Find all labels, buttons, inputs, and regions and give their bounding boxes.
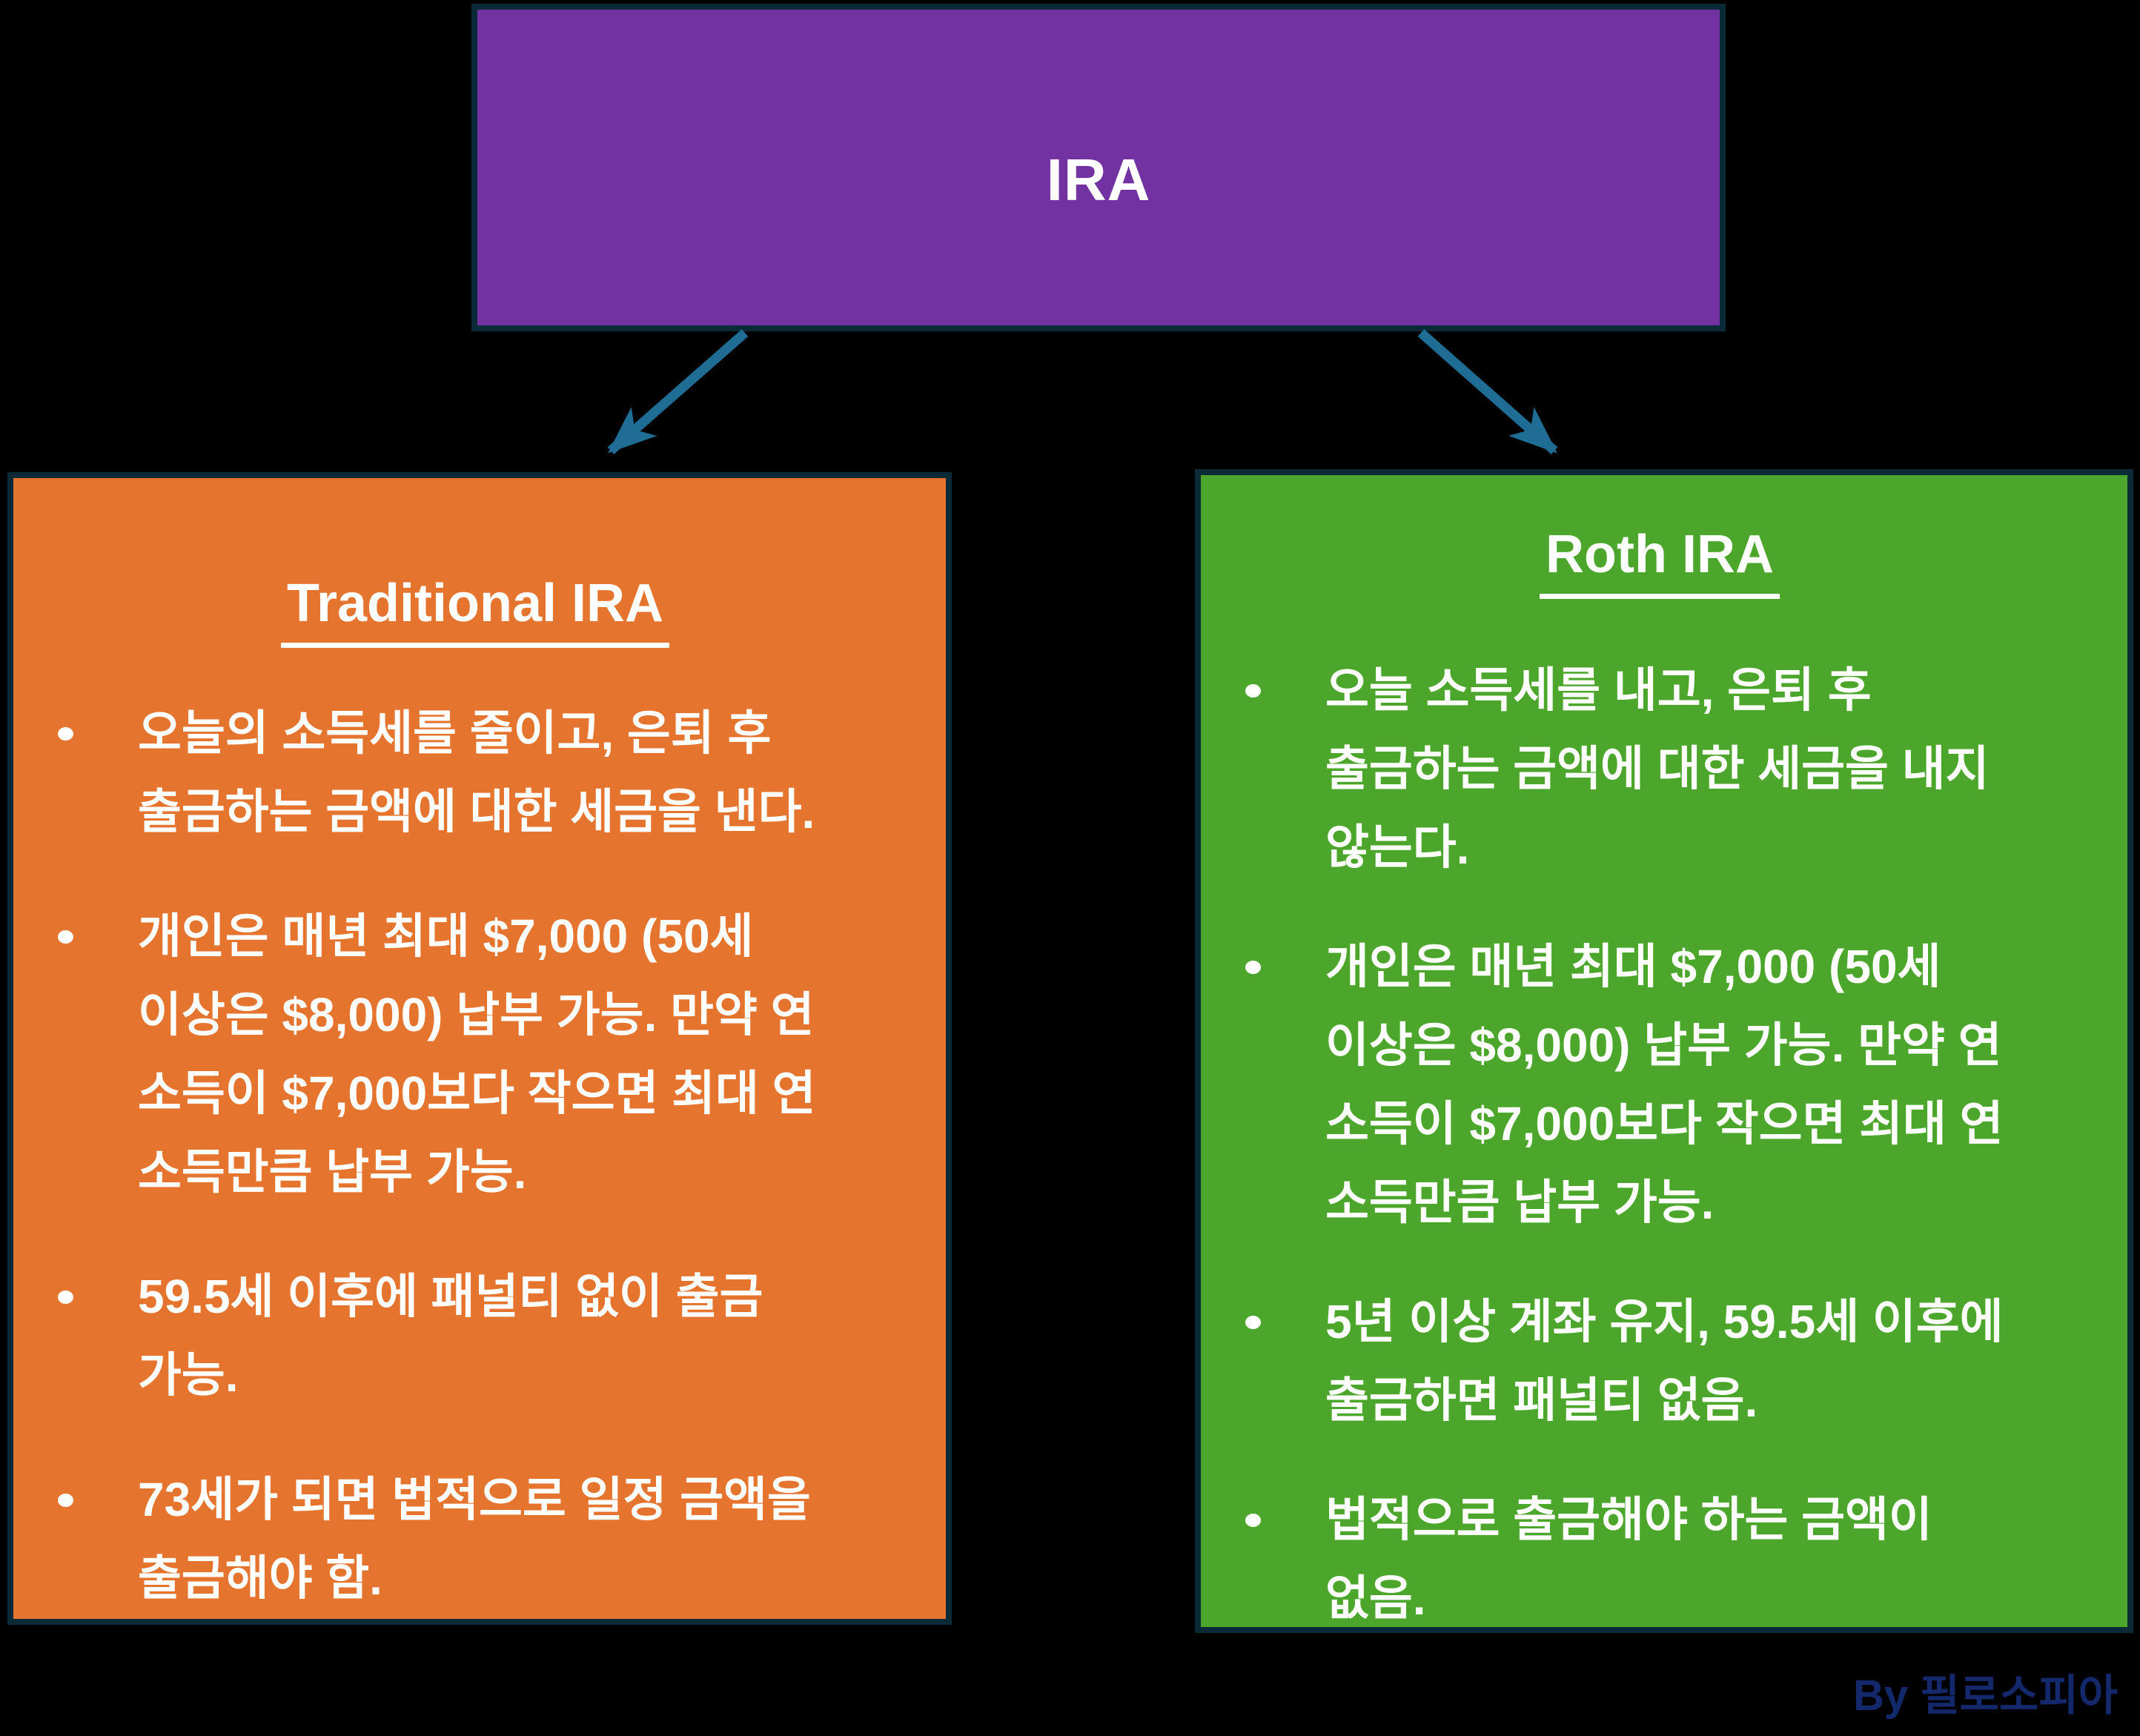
bullet-line: 출금하는 금액에 대한 세금을 낸다. [138, 785, 815, 838]
bullet-text: 개인은 매년 최대 $7,000 (50세 이상은 $8,000) 납부 가능.… [1325, 927, 2105, 1242]
bullet-line: 이상은 $8,000) 납부 가능. 만약 연 [138, 988, 815, 1041]
bullet-dot-icon [58, 1494, 73, 1507]
traditional-ira-box: Traditional IRA 오늘의 소득세를 줄이고, 은퇴 후 출금하는 … [7, 472, 952, 1625]
bullet-line: 출금하면 패널티 없음. [1325, 1374, 1758, 1427]
bullet-item: 오늘 소득세를 내고, 은퇴 후 출금하는 금액에 대한 세금을 내지 않는다. [1214, 651, 2105, 887]
bullet-dot-icon [1245, 961, 1261, 974]
bullet-item: 오늘의 소득세를 줄이고, 은퇴 후 출금하는 금액에 대한 세금을 낸다. [27, 694, 924, 851]
bullet-dot-icon [58, 1291, 73, 1304]
bullet-item: 59.5세 이후에 패널티 없이 출금 가능. [27, 1257, 924, 1414]
traditional-bullet-list: 오늘의 소득세를 줄이고, 은퇴 후 출금하는 금액에 대한 세금을 낸다. 개… [27, 694, 924, 1617]
ira-root-box: IRA [471, 4, 1726, 331]
roth-ira-box: Roth IRA 오늘 소득세를 내고, 은퇴 후 출금하는 금액에 대한 세금… [1195, 469, 2133, 1633]
bullet-text: 오늘 소득세를 내고, 은퇴 후 출금하는 금액에 대한 세금을 내지 않는다. [1325, 651, 2105, 887]
bullet-text: 73세가 되면 법적으로 일정 금액을 출금해야 함. [138, 1460, 924, 1617]
arrow-to-traditional-icon [607, 329, 749, 454]
byline: By 필로소피아 [1852, 1672, 2118, 1720]
roth-bullet-list: 오늘 소득세를 내고, 은퇴 후 출금하는 금액에 대한 세금을 내지 않는다.… [1214, 651, 2105, 1637]
bullet-text: 개인은 매년 최대 $7,000 (50세 이상은 $8,000) 납부 가능.… [138, 897, 924, 1211]
bullet-line: 이상은 $8,000) 납부 가능. 만약 연 [1325, 1018, 2002, 1072]
arrow-to-roth-icon [1417, 329, 1558, 454]
bullet-dot-icon [1245, 684, 1261, 698]
bullet-line: 법적으로 출금해야 하는 금액이 [1325, 1493, 1932, 1546]
bullet-item: 법적으로 출금해야 하는 금액이 없음. [1214, 1480, 2105, 1637]
bullet-line: 오늘의 소득세를 줄이고, 은퇴 후 [138, 706, 772, 760]
bullet-item: 5년 이상 계좌 유지, 59.5세 이후에 출금하면 패널티 없음. [1214, 1282, 2105, 1440]
bullet-line: 출금하는 금액에 대한 세금을 내지 [1325, 742, 1990, 795]
bullet-line: 5년 이상 계좌 유지, 59.5세 이후에 [1325, 1295, 2004, 1348]
bullet-line: 소득만큼 납부 가능. [1325, 1176, 1715, 1229]
bullet-line: 오늘 소득세를 내고, 은퇴 후 [1325, 663, 1872, 717]
bullet-line: 소득만큼 납부 가능. [138, 1145, 527, 1199]
ira-root-label: IRA [1046, 147, 1151, 213]
bullet-line: 출금해야 함. [138, 1551, 382, 1605]
bullet-item: 73세가 되면 법적으로 일정 금액을 출금해야 함. [27, 1460, 924, 1617]
traditional-ira-title: Traditional IRA [27, 573, 924, 648]
bullet-dot-icon [1245, 1514, 1261, 1527]
bullet-item: 개인은 매년 최대 $7,000 (50세 이상은 $8,000) 납부 가능.… [27, 897, 924, 1211]
bullet-line: 소득이 $7,000보다 작으면 최대 연 [138, 1067, 816, 1120]
bullet-line: 73세가 되면 법적으로 일정 금액을 [138, 1473, 811, 1526]
bullet-dot-icon [58, 727, 73, 741]
bullet-line: 가능. [138, 1348, 239, 1402]
bullet-line: 59.5세 이후에 패널티 없이 출금 [138, 1270, 763, 1323]
bullet-line: 소득이 $7,000보다 작으면 최대 연 [1325, 1097, 2004, 1150]
bullet-text: 오늘의 소득세를 줄이고, 은퇴 후 출금하는 금액에 대한 세금을 낸다. [138, 694, 924, 851]
bullet-line: 없음. [1325, 1571, 1426, 1625]
bullet-item: 개인은 매년 최대 $7,000 (50세 이상은 $8,000) 납부 가능.… [1214, 927, 2105, 1242]
bullet-dot-icon [1245, 1316, 1261, 1329]
bullet-line: 개인은 매년 최대 $7,000 (50세 [1325, 940, 1941, 993]
roth-ira-title: Roth IRA [1214, 524, 2105, 599]
bullet-text: 법적으로 출금해야 하는 금액이 없음. [1325, 1480, 2105, 1637]
bullet-line: 않는다. [1325, 821, 1470, 874]
bullet-text: 5년 이상 계좌 유지, 59.5세 이후에 출금하면 패널티 없음. [1325, 1282, 2105, 1440]
bullet-text: 59.5세 이후에 패널티 없이 출금 가능. [138, 1257, 924, 1414]
bullet-line: 개인은 매년 최대 $7,000 (50세 [138, 910, 754, 963]
bullet-dot-icon [58, 930, 73, 944]
